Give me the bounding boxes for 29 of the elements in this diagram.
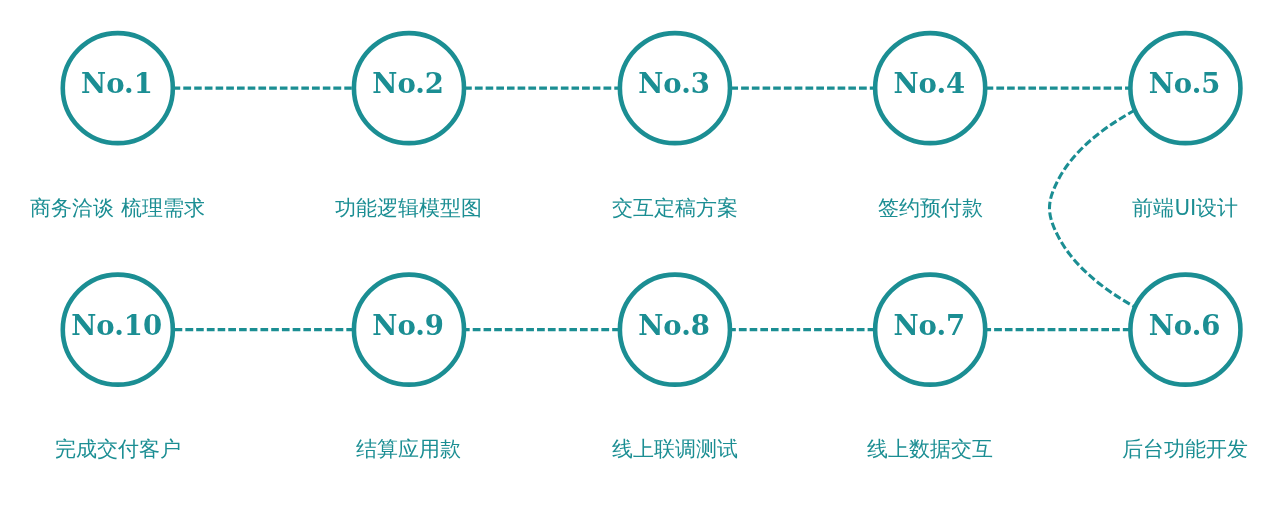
node-circle: No.2	[351, 30, 467, 145]
connector	[172, 86, 354, 90]
connector	[1048, 108, 1136, 308]
node-label: 功能逻辑模型图	[335, 194, 483, 220]
connector	[464, 86, 620, 90]
node-circle: No.5	[1128, 30, 1243, 145]
node-circle: No.9	[351, 271, 467, 387]
node-circle: No.7	[872, 271, 988, 387]
node-circle: No.8	[617, 271, 733, 387]
node-circle: No.3	[617, 30, 733, 145]
node-label: 后台功能开发	[1122, 435, 1249, 461]
node-label: 交互定稿方案	[611, 194, 738, 220]
node-circle: No.4	[872, 30, 988, 145]
connector	[730, 86, 876, 90]
connector	[730, 327, 876, 331]
node-circle: No.10	[60, 271, 176, 387]
connector	[464, 327, 620, 331]
connector	[172, 327, 354, 331]
node-label: 结算应用款	[356, 435, 462, 461]
connector	[985, 327, 1131, 331]
node-label: 完成交付客户	[54, 435, 181, 461]
connector	[985, 86, 1131, 90]
node-label: 签约预付款	[877, 194, 983, 220]
node-label: 线上数据交互	[867, 435, 994, 461]
node-label: 前端UI设计	[1132, 194, 1239, 220]
node-circle: No.6	[1128, 271, 1243, 387]
node-label: 商务洽谈 梳理需求	[30, 194, 206, 220]
node-circle: No.1	[60, 30, 176, 145]
node-label: 线上联调测试	[611, 435, 738, 461]
